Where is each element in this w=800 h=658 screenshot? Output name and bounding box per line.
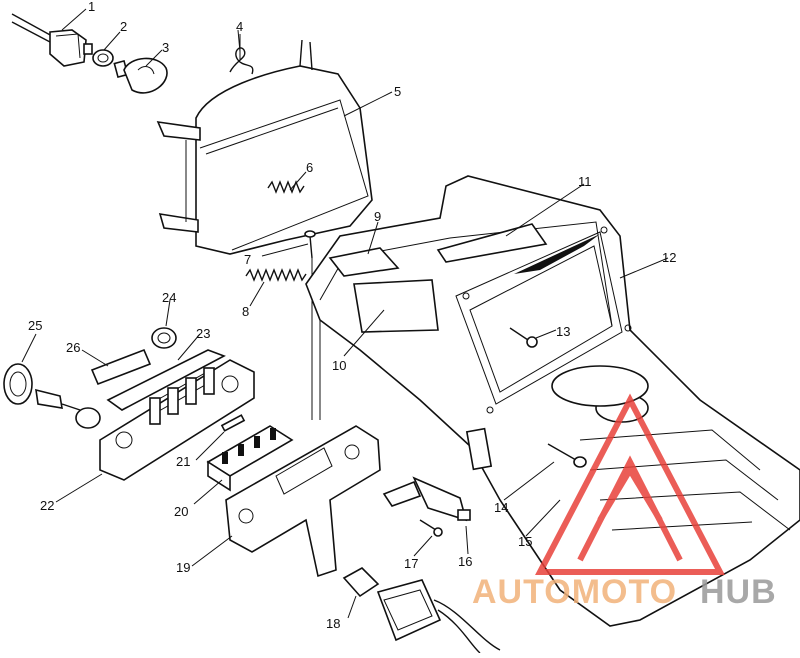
watermark-text-part1: AUTOMOTO: [472, 573, 677, 611]
callout-8: 8: [242, 304, 249, 319]
part-25-key-switch: [3, 363, 101, 429]
callout-4: 4: [236, 19, 243, 34]
part-3-bulb: [113, 57, 168, 94]
part-17-screw: [419, 519, 443, 537]
part-26-label: [90, 348, 152, 386]
part-10-label: [353, 279, 439, 333]
callout-13: 13: [556, 324, 570, 339]
callout-3: 3: [162, 40, 169, 55]
part-6-spring: [267, 180, 305, 194]
callout-16: 16: [458, 554, 472, 569]
part-12-console: [305, 175, 800, 627]
part-19-mount-bracket: [225, 425, 381, 578]
callout-20: 20: [174, 504, 188, 519]
callout-2: 2: [120, 19, 127, 34]
callout-7: 7: [244, 252, 251, 267]
part-11-label: [436, 223, 548, 263]
part-7-screw: [304, 230, 316, 259]
callout-5: 5: [394, 84, 401, 99]
callout-26: 26: [66, 340, 80, 355]
part-22-bracket: [99, 359, 255, 481]
watermark-text-part2: HUB: [700, 573, 777, 611]
part-18-socket: [342, 567, 501, 654]
part-13-screw: [509, 327, 538, 348]
callout-18: 18: [326, 616, 340, 631]
callout-15: 15: [518, 534, 532, 549]
callout-24: 24: [162, 290, 176, 305]
part-8-spring: [245, 268, 307, 282]
part-5-headlight-housing: [156, 39, 373, 255]
leader-lines: [21, 8, 669, 619]
callout-25: 25: [28, 318, 42, 333]
part-16-toggle-switch: [382, 476, 471, 522]
part-1-connector: [11, 13, 93, 67]
callout-11: 11: [578, 174, 592, 189]
part-21-pin: [220, 414, 246, 432]
part-9-label: [328, 247, 400, 277]
callout-10: 10: [332, 358, 346, 373]
callout-19: 19: [176, 560, 190, 575]
callout-17: 17: [404, 556, 418, 571]
callout-1: 1: [88, 0, 95, 14]
part-2-socket: [92, 49, 114, 67]
part-24-grommet: [151, 327, 177, 349]
callout-22: 22: [40, 498, 54, 513]
callout-6: 6: [306, 160, 313, 175]
part-14-screw: [547, 443, 587, 468]
part-23-cover: [106, 349, 226, 411]
callout-23: 23: [196, 326, 210, 341]
part-20-terminal-block: [206, 425, 294, 492]
callout-12: 12: [662, 250, 676, 265]
callout-21: 21: [176, 454, 190, 469]
watermark-logo-icon: [535, 393, 725, 575]
watermark: AUTOMOTO HUB: [472, 393, 777, 611]
callout-14: 14: [494, 500, 508, 515]
callout-labels: 1 2 3 4 5 6 7 8 9 10 11 12 13 14 15 16 1…: [28, 0, 676, 631]
part-4-clip: [229, 29, 254, 75]
callout-9: 9: [374, 209, 381, 224]
